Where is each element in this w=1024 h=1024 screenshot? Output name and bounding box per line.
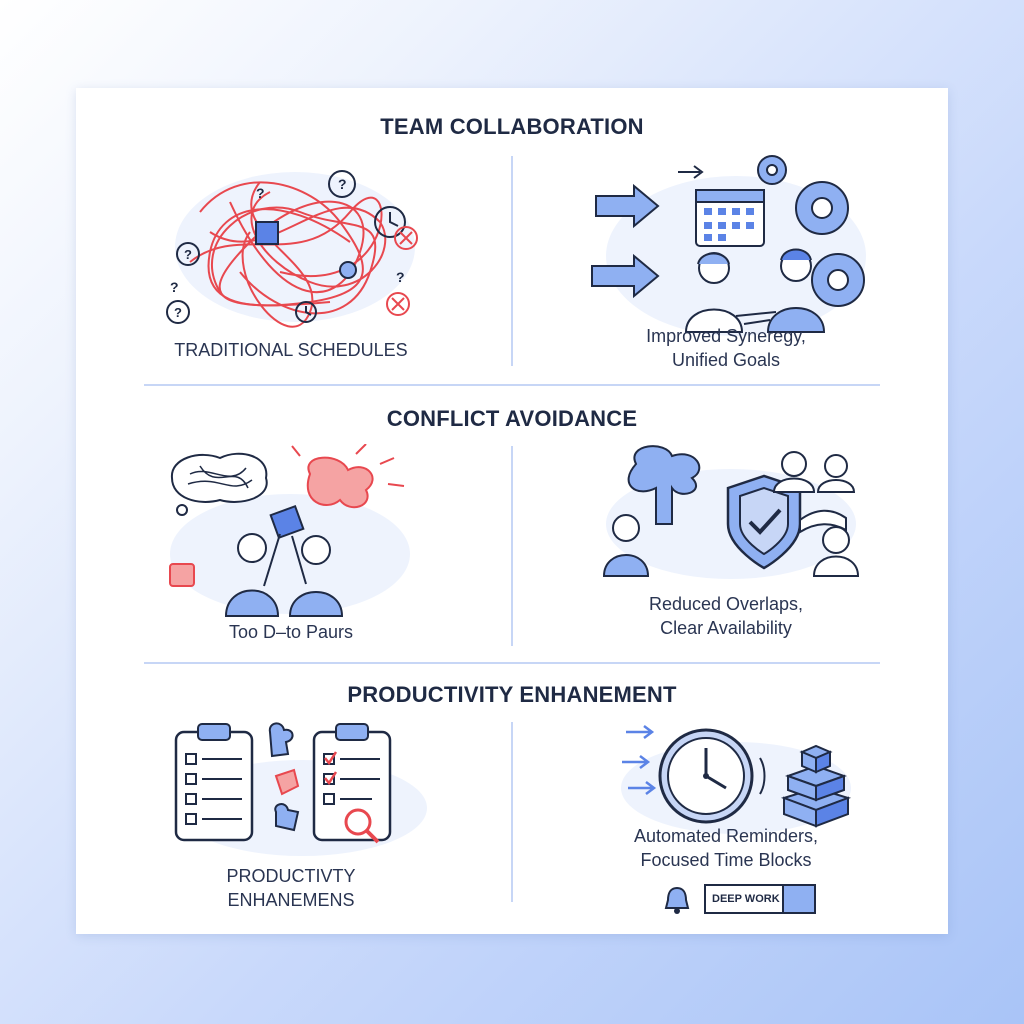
svg-text:?: ? <box>338 176 347 192</box>
shield-availability-illustration <box>602 445 860 579</box>
badge-fill <box>782 886 814 912</box>
svg-text:?: ? <box>256 185 265 201</box>
deep-work-badge: DEEP WORK <box>704 884 816 914</box>
tangled-schedule-illustration: ? ? ? ? ? ? <box>166 170 418 328</box>
bell-icon <box>664 886 690 914</box>
horizontal-divider <box>144 384 880 386</box>
horizontal-divider <box>144 662 880 664</box>
vertical-divider <box>511 446 513 646</box>
infographic-card: TEAM COLLABORATION ? ? ? ? ? ? <box>76 88 948 934</box>
section-title-conflict-avoidance: CONFLICT AVOIDANCE <box>386 406 638 431</box>
svg-text:?: ? <box>396 269 405 285</box>
svg-text:?: ? <box>170 279 179 295</box>
section-title-team-collaboration: TEAM COLLABORATION <box>380 114 644 139</box>
conflict-illustration <box>169 444 410 617</box>
checklist-illustration <box>174 722 427 856</box>
vertical-divider <box>511 156 513 366</box>
synergy-handshake-illustration <box>591 155 866 336</box>
svg-text:?: ? <box>174 305 182 320</box>
vertical-divider <box>511 722 513 902</box>
caption-improved-synergy: Improved Syneregy, Unified Goals <box>646 326 806 370</box>
caption-automated-reminders: Automated Reminders, Focused Time Blocks <box>633 826 819 870</box>
section-title-productivity-enhanement: PRODUCTIVITY ENHANEMENT <box>347 682 677 707</box>
caption-productivity-enhanemens: PRODUCTIVTY ENHANEMENS <box>226 866 356 910</box>
caption-reduced-overlaps: Reduced Overlaps, Clear Availability <box>648 594 804 638</box>
caption-traditional-schedules: TRADITIONAL SCHEDULES <box>174 340 408 360</box>
clock-blocks-illustration <box>621 725 852 834</box>
svg-text:?: ? <box>184 247 192 262</box>
caption-too-d-to-paurs: Too D–to Paurs <box>228 622 354 642</box>
